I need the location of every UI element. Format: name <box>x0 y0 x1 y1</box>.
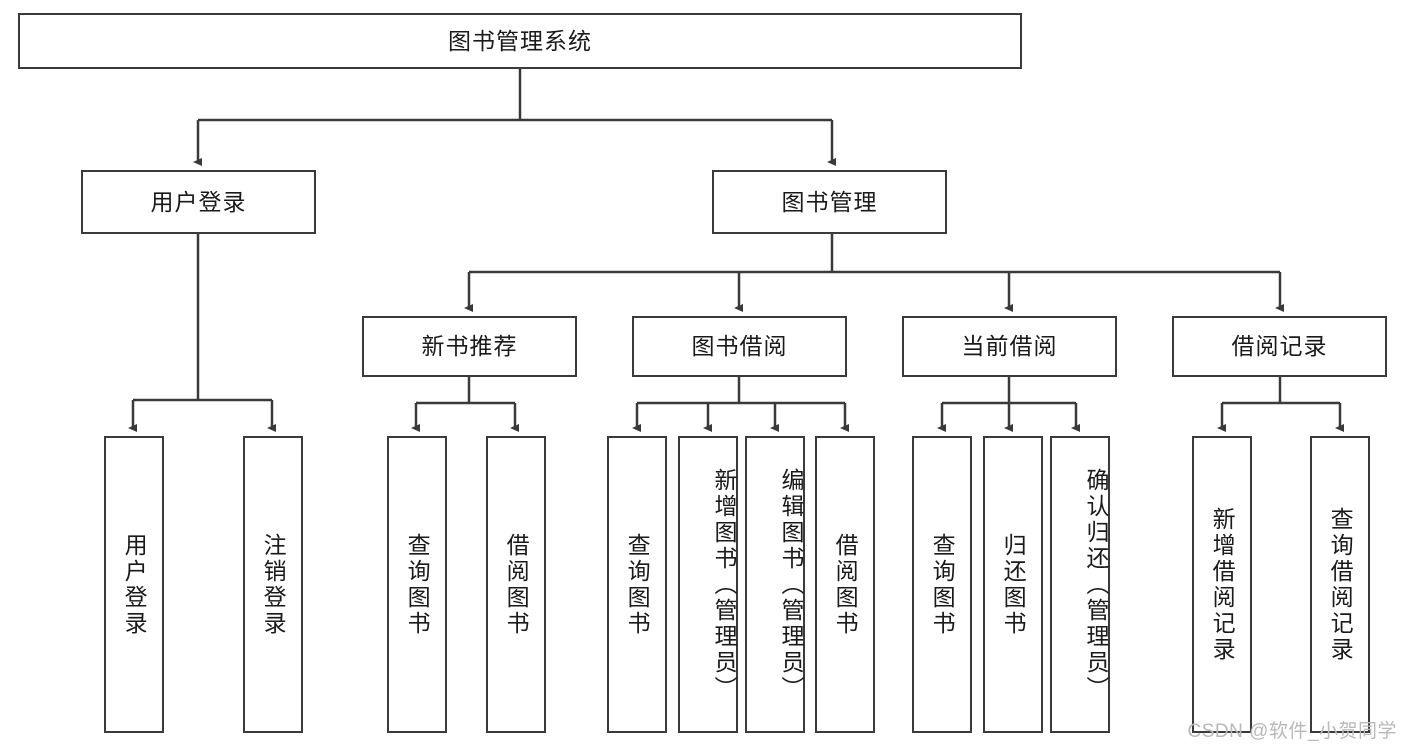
node-current-borrow[interactable]: 当前借阅 <box>902 316 1117 377</box>
node-leaf-logout-label: 注销登录 <box>260 532 287 637</box>
node-leaf-query-book-current-label: 查询图书 <box>929 532 956 637</box>
node-leaf-borrow-book[interactable]: 借阅图书 <box>815 436 875 733</box>
node-leaf-user-login-label: 用户登录 <box>121 532 148 637</box>
node-user-login[interactable]: 用户登录 <box>81 170 316 234</box>
node-root[interactable]: 图书管理系统 <box>18 13 1022 69</box>
node-leaf-add-book[interactable]: 新增图书（管理员） <box>678 436 738 733</box>
node-root-label: 图书管理系统 <box>448 27 592 54</box>
csdn-watermark: CSDN @软件_小贺同学 <box>1187 721 1397 742</box>
node-leaf-return-book-label: 归还图书 <box>1000 532 1027 637</box>
node-leaf-borrow-book-recommend-label: 借阅图书 <box>503 532 530 637</box>
node-book-borrow[interactable]: 图书借阅 <box>632 316 847 377</box>
node-new-book-recommend-label: 新书推荐 <box>421 333 518 360</box>
node-borrow-records-label: 借阅记录 <box>1231 333 1328 360</box>
node-current-borrow-label: 当前借阅 <box>961 333 1058 360</box>
node-leaf-query-book-recommend[interactable]: 查询图书 <box>387 436 447 733</box>
node-leaf-confirm-return[interactable]: 确认归还（管理员） <box>1050 436 1110 733</box>
node-new-book-recommend[interactable]: 新书推荐 <box>362 316 577 377</box>
node-book-management[interactable]: 图书管理 <box>712 170 947 234</box>
node-leaf-query-book-borrow[interactable]: 查询图书 <box>607 436 667 733</box>
node-leaf-query-book-recommend-label: 查询图书 <box>404 532 431 637</box>
node-leaf-return-book[interactable]: 归还图书 <box>983 436 1043 733</box>
node-leaf-query-book-current[interactable]: 查询图书 <box>912 436 972 733</box>
node-borrow-records[interactable]: 借阅记录 <box>1172 316 1387 377</box>
node-user-login-label: 用户登录 <box>150 188 247 215</box>
node-leaf-borrow-book-recommend[interactable]: 借阅图书 <box>486 436 546 733</box>
node-leaf-user-login[interactable]: 用户登录 <box>104 436 164 733</box>
node-leaf-edit-book-label: 编辑图书（管理员） <box>778 467 804 702</box>
node-book-management-label: 图书管理 <box>781 188 878 215</box>
node-leaf-add-book-label: 新增图书（管理员） <box>711 467 737 702</box>
node-book-borrow-label: 图书借阅 <box>691 333 788 360</box>
node-leaf-query-borrow-record[interactable]: 查询借阅记录 <box>1310 436 1370 733</box>
node-leaf-query-borrow-record-label: 查询借阅记录 <box>1327 506 1354 663</box>
node-leaf-borrow-book-label: 借阅图书 <box>832 532 859 637</box>
node-leaf-add-borrow-record[interactable]: 新增借阅记录 <box>1192 436 1252 733</box>
node-leaf-logout[interactable]: 注销登录 <box>243 436 303 733</box>
node-leaf-edit-book[interactable]: 编辑图书（管理员） <box>745 436 805 733</box>
node-leaf-confirm-return-label: 确认归还（管理员） <box>1083 467 1109 702</box>
node-leaf-query-book-borrow-label: 查询图书 <box>624 532 651 637</box>
node-leaf-add-borrow-record-label: 新增借阅记录 <box>1209 506 1236 663</box>
